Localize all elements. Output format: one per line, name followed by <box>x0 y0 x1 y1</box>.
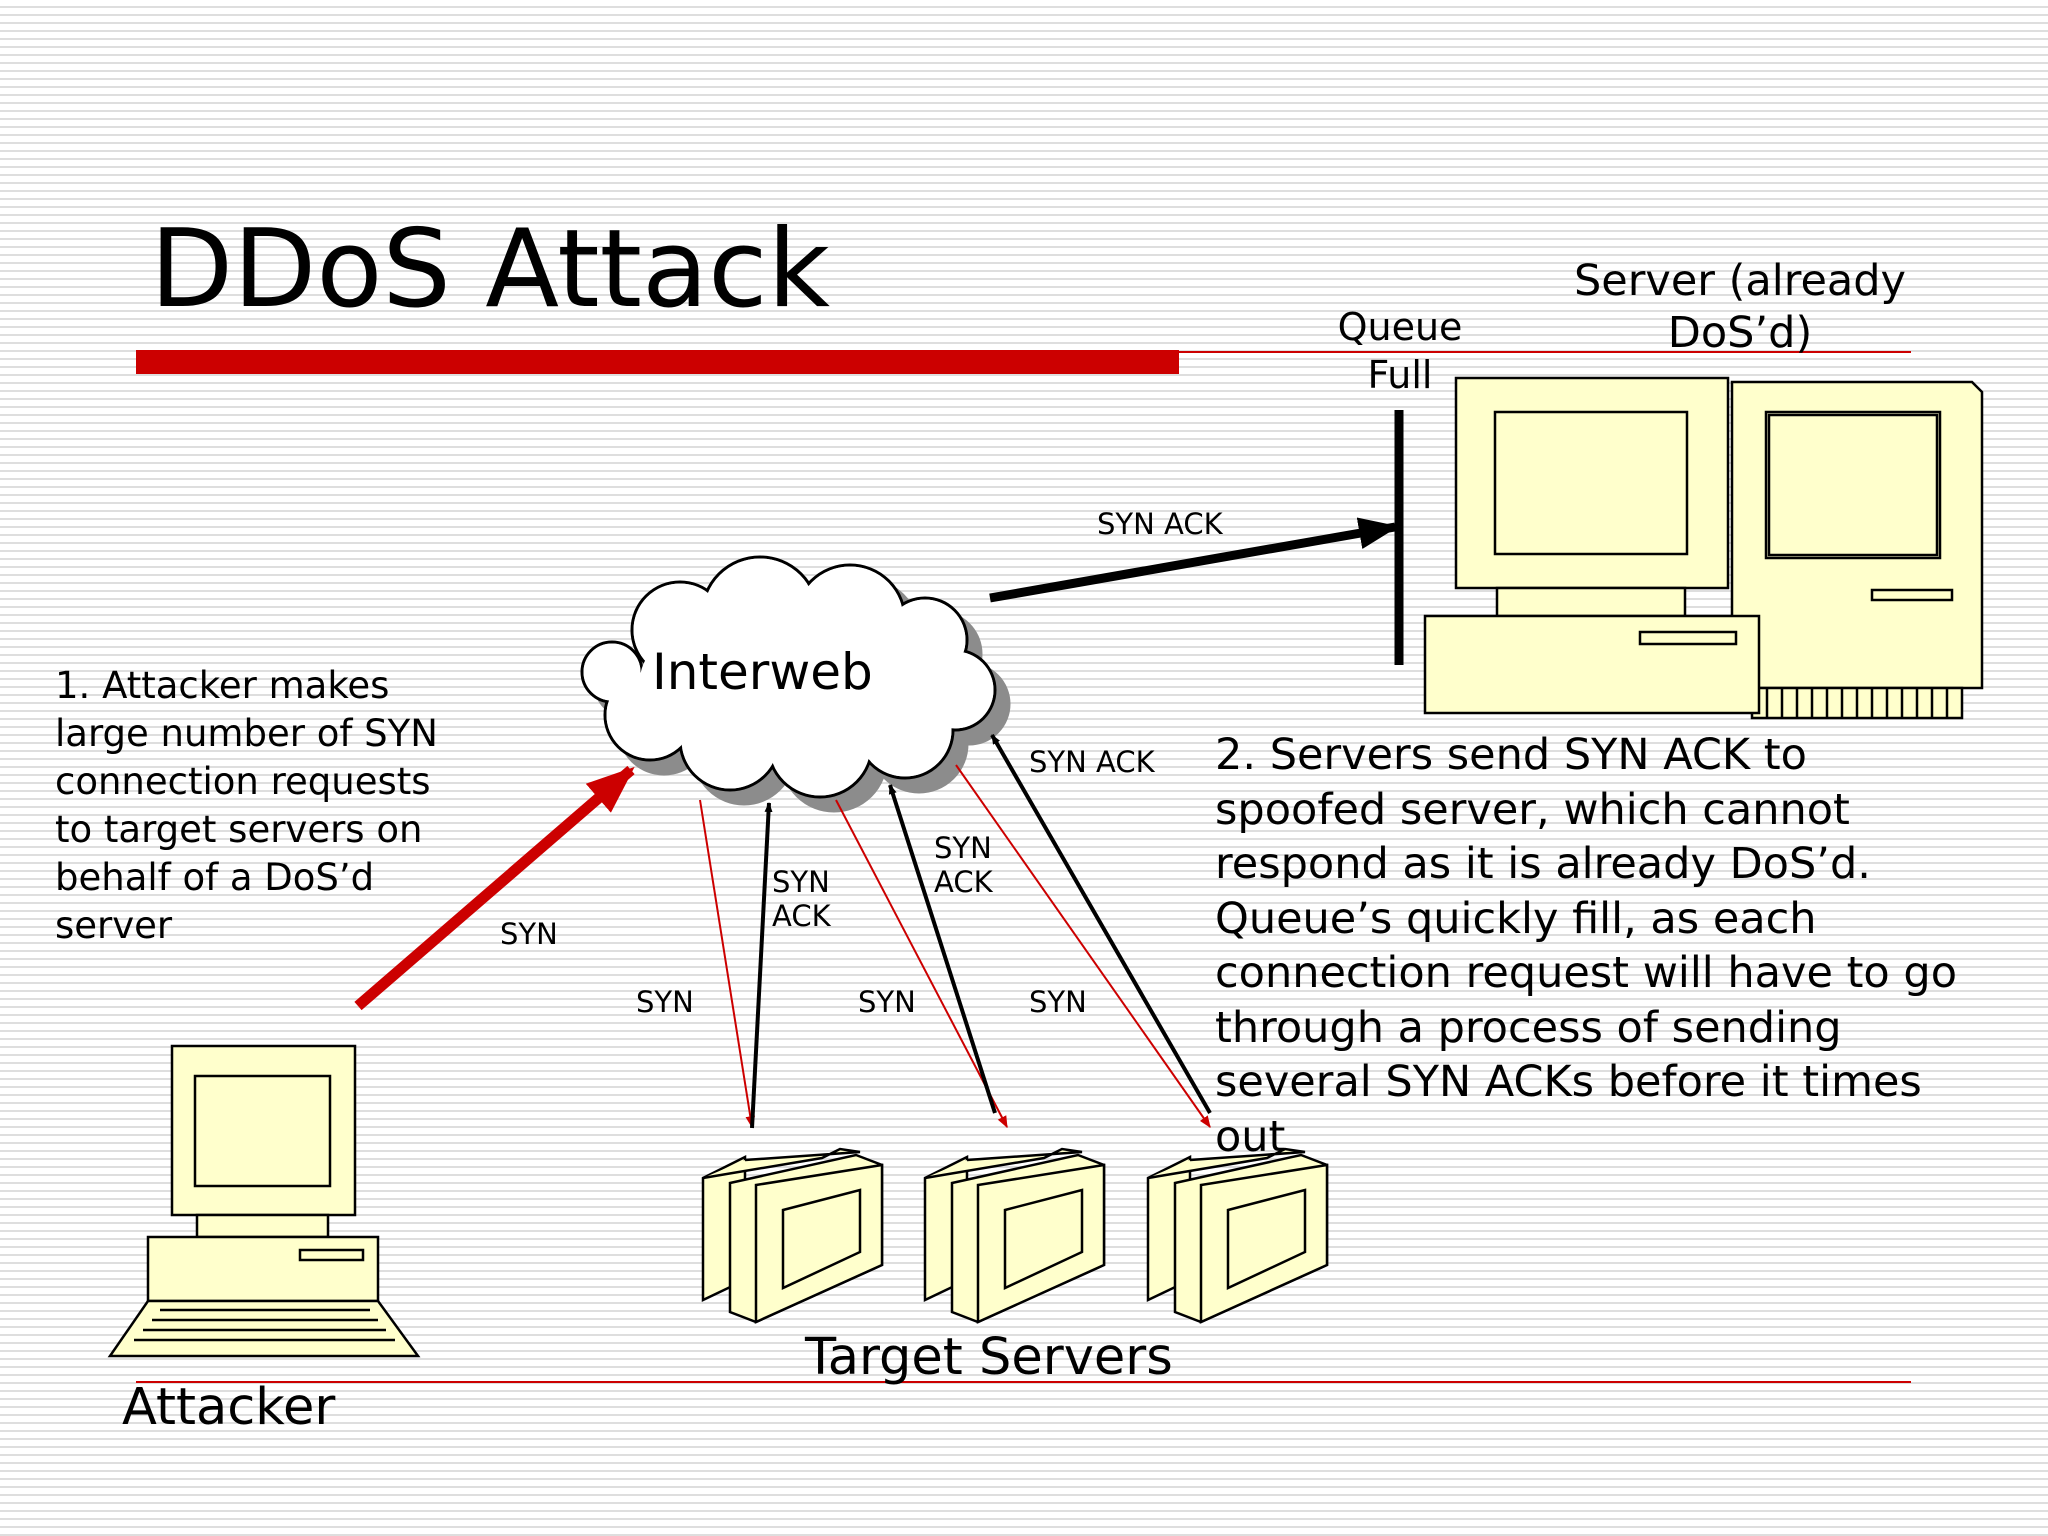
synack-label-3: SYN ACK <box>1029 745 1155 779</box>
attacker-note-line: connection requests <box>55 760 431 803</box>
synack-arrow-1 <box>750 802 773 1129</box>
attacker-note: 1. Attacker makes large number of SYN co… <box>55 662 438 950</box>
servers-note-line: connection request will have to go <box>1215 948 1958 998</box>
targets-caption: Target Servers <box>805 1328 1173 1387</box>
attacker-note-line: server <box>55 904 173 947</box>
syn-label-2: SYN <box>858 985 916 1019</box>
monitor-icon <box>701 1147 1329 1324</box>
syn-attacker-label: SYN <box>500 917 558 951</box>
synack-label-2: SYN ACK <box>934 831 993 899</box>
server-label: Server (already DoS’d) <box>1573 256 1907 358</box>
synack-to-server-label: SYN ACK <box>1097 507 1223 541</box>
servers-note-line: 2. Servers send SYN ACK to <box>1215 730 1807 780</box>
syn-arrow-3 <box>955 764 1211 1128</box>
title-underline-bar <box>136 350 1179 374</box>
syn-arrow-1 <box>699 799 756 1129</box>
cloud-icon <box>580 555 1011 813</box>
servers-note-line: out <box>1215 1111 1286 1162</box>
attacker-note-line: to target servers on <box>55 808 423 851</box>
attacker-note-line: behalf of a DoS’d <box>55 856 375 899</box>
servers-note-line: Queue’s quickly fill, as each <box>1215 893 1817 944</box>
syn-label-1: SYN <box>636 985 694 1019</box>
attacker-note-line: 1. Attacker makes <box>55 664 390 707</box>
synack-arrow-3 <box>990 734 1212 1114</box>
attacker-syn-arrow <box>354 765 635 1011</box>
queue-label: Queue Full <box>1337 305 1463 397</box>
servers-note-line: through a process of sending <box>1215 1002 1842 1053</box>
title-underline-thin <box>1179 351 1911 353</box>
attacker-caption: Attacker <box>122 1378 336 1437</box>
servers-note-line: several SYN ACKs before it times <box>1215 1057 1922 1107</box>
synack-arrow-2 <box>888 784 997 1114</box>
page-title: DDoS Attack <box>150 207 831 332</box>
footer-rule <box>136 1381 1911 1383</box>
server-computer-icon <box>1423 376 1984 720</box>
servers-note-line: spoofed server, which cannot <box>1215 784 1850 835</box>
attacker-note-line: large number of SYN <box>55 712 438 755</box>
desktop-computer-icon <box>107 1044 421 1358</box>
synack-label-1: SYN ACK <box>772 865 831 933</box>
cloud-label: Interweb <box>652 643 873 701</box>
syn-label-3: SYN <box>1029 985 1087 1019</box>
syn-arrow-2 <box>835 799 1008 1129</box>
servers-note: 2. Servers send SYN ACK to spoofed serve… <box>1215 728 1957 1164</box>
synack-to-server-arrow <box>989 517 1399 603</box>
servers-note-line: respond as it is already DoS’d. <box>1215 839 1871 889</box>
